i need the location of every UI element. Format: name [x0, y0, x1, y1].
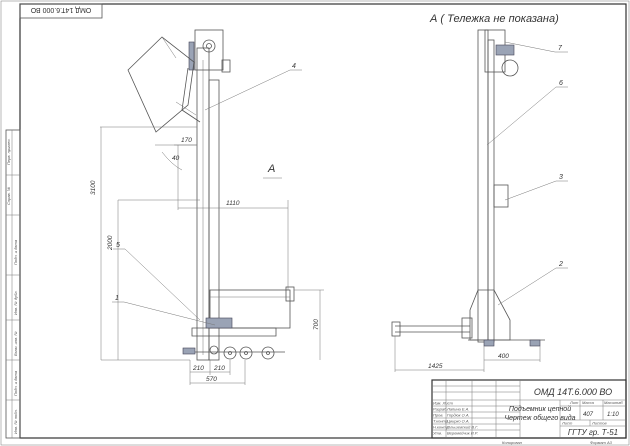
- callout-1: 1: [115, 295, 119, 302]
- mast-head: [194, 29, 224, 71]
- strip-label-5: Взам. инв. №: [13, 331, 18, 356]
- tb-name-2: Цвирко О.А.: [447, 419, 470, 424]
- callout-3: 3: [559, 174, 563, 181]
- cart-wheels: [209, 345, 275, 360]
- side-mast: [477, 29, 489, 343]
- tb-role-3: Т.контр.: [433, 419, 449, 424]
- dim-1425: 1425: [428, 363, 443, 370]
- side-bracket: [493, 184, 509, 208]
- dim-2000: 2000: [107, 235, 114, 251]
- callout-6: 6: [559, 80, 563, 87]
- tb-col-scale: Масштаб: [604, 400, 623, 405]
- stamp-designation: ОМД 14Т.6.000 ВО: [30, 6, 91, 13]
- dim-3100: 3100: [90, 180, 97, 195]
- tb-col-lit: Лит: [569, 400, 579, 405]
- tb-copied: Копировал: [502, 440, 523, 445]
- dim-400: 400: [498, 353, 509, 360]
- inner-frame: [19, 3, 627, 439]
- tb-designation: ОМД 14Т.6.000 ВО: [534, 387, 612, 397]
- side-view: А ( Тележка не показана) 400 1425 7 6: [391, 13, 568, 372]
- tb-sheet: Лист: [561, 421, 573, 426]
- dim-170: 170: [181, 137, 192, 144]
- strip-label-2: Справ. №: [6, 186, 11, 205]
- tb-role-1: Разраб.: [433, 407, 447, 412]
- strip-label-6: Подп. и дата: [13, 370, 18, 396]
- tipping-bucket: [127, 36, 195, 133]
- front-view: 170 40 1110 3100 2000 А 700: [90, 29, 324, 385]
- strip-label-7: Инв. № подл.: [13, 409, 18, 434]
- motor-block: [188, 41, 195, 71]
- dim-700: 700: [313, 319, 320, 330]
- view-marker: А: [267, 163, 275, 175]
- side-strip: Перв. примен. Справ. № Подп. и дата Инв.…: [5, 129, 21, 439]
- tb-name-1: Гордюк О.А.: [447, 413, 470, 418]
- tb-name-line2: Чертеж общего вида: [504, 414, 575, 422]
- tb-org: ГГТУ гр. Т-51: [568, 428, 618, 437]
- strip-label-3: Подп. и дата: [13, 239, 18, 265]
- cart-drive: [205, 317, 233, 329]
- dim-570: 570: [206, 376, 217, 383]
- tb-sheets: Листов: [591, 421, 607, 426]
- cart-frame: [191, 327, 277, 337]
- tb-name-line1: Подъемник цепной: [509, 405, 571, 413]
- dim-angle-40: 40: [172, 155, 180, 162]
- tb-role-4: Н.контр.: [433, 425, 450, 430]
- tb-mass: 407: [583, 412, 594, 418]
- side-base: [469, 289, 511, 341]
- tb-role-0: Изм. Лист: [433, 401, 454, 406]
- dim-1110: 1110: [226, 200, 240, 207]
- tb-col-mass: Масса: [582, 400, 595, 405]
- strip-label-1: Перв. примен.: [6, 138, 11, 165]
- tb-role-2: Пров.: [433, 413, 444, 418]
- callout-2: 2: [558, 261, 563, 268]
- section-caption: А ( Тележка не показана): [429, 13, 559, 25]
- tb-name-3: Ольшевский В.Г.: [447, 425, 478, 430]
- tb-scale: 1:10: [607, 412, 619, 418]
- tb-name-0: Лапина Е.А.: [446, 407, 469, 412]
- dim-210-b: 210: [213, 365, 225, 372]
- dim-210-a: 210: [192, 365, 204, 372]
- tb-role-5: Утв.: [433, 431, 442, 436]
- callout-4: 4: [292, 63, 296, 70]
- callout-5: 5: [116, 242, 120, 249]
- strip-label-4: Инв. № дубл.: [13, 290, 18, 315]
- title-block: ОМД 14Т.6.000 ВО Подъемник цепной Чертеж…: [431, 379, 627, 445]
- callout-7: 7: [558, 45, 563, 52]
- mast-right: [208, 79, 220, 361]
- rotated-stamp: ОМД 14Т.6.000 ВО: [19, 3, 103, 19]
- tb-name-4: Веремейчик И.Р.: [447, 431, 478, 436]
- tb-format: Формат А3: [590, 440, 613, 445]
